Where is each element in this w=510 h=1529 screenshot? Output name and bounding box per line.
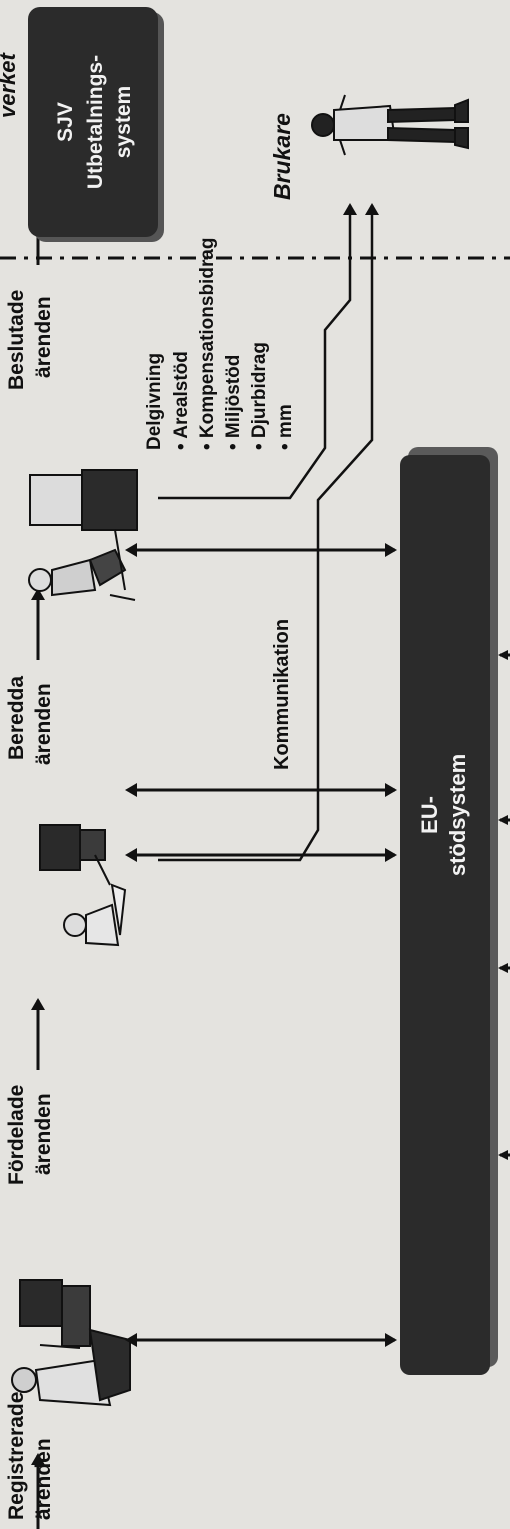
delgivning-item-4: • Djurbidrag <box>249 342 270 450</box>
delgivning-line <box>158 203 357 500</box>
person-at-computer-icon <box>28 469 138 601</box>
label-kommunikation: Kommunikation <box>271 619 293 770</box>
label-registrerade-line2: ärenden <box>32 1438 55 1520</box>
label-beslutade-line1: Beslutade <box>5 290 28 390</box>
sjv-line3: system <box>112 86 135 158</box>
label-brukare: Brukare <box>269 113 295 200</box>
label-fordelade-line1: Fördelade <box>5 1085 28 1185</box>
delgivning-item-5: • mm <box>275 404 296 450</box>
delgivning-item-3: • Miljöstöd <box>223 355 244 450</box>
person-at-computer-icon <box>11 1279 131 1407</box>
eu-stodsystem-box: EU- stödsystem <box>400 447 498 1375</box>
person-at-computer-icon <box>39 824 127 947</box>
standing-person-icon <box>311 94 469 156</box>
label-fordelade-line2: ärenden <box>32 1093 55 1175</box>
label-beslutade-line2: ärenden <box>32 296 55 378</box>
delgivning-title: Delgivning <box>144 353 165 450</box>
delgivning-item-2: • Kompensationsbidrag <box>197 237 218 450</box>
delgivning-item-1: • Arealstöd <box>171 351 192 450</box>
label-beredda-line1: Beredda <box>5 676 28 760</box>
label-registrerade-line1: Registrerade <box>5 1392 28 1520</box>
sjv-line2: Utbetalnings- <box>84 55 107 189</box>
kommunikation-line <box>158 203 379 862</box>
eu-line1: EU- <box>417 796 442 834</box>
label-beredda-line2: ärenden <box>32 683 55 765</box>
sjv-line1: SJV <box>54 102 77 142</box>
eu-line2: stödsystem <box>445 754 470 876</box>
sjv-system-box: SJV Utbetalnings- system <box>28 7 164 242</box>
label-verket: verket <box>0 51 20 118</box>
